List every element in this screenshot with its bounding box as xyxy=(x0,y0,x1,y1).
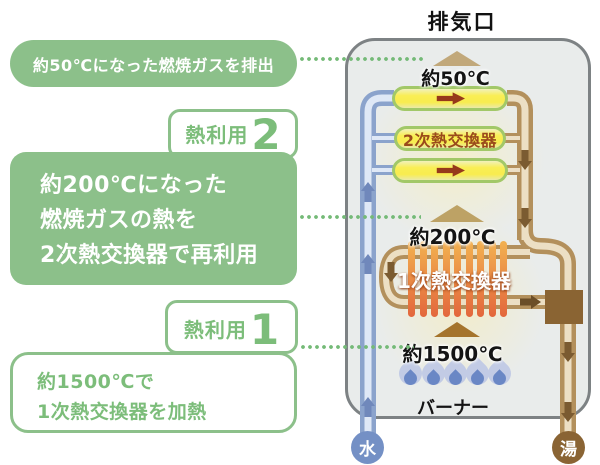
flow-arrow-right-icon xyxy=(520,295,541,309)
primary-exchanger-fin xyxy=(419,241,427,317)
primary-exchanger-fin xyxy=(488,241,496,317)
primary-exchanger-fin xyxy=(454,241,461,317)
heat-use-2-line1: 約200℃になった xyxy=(40,173,228,198)
secondary-exchanger-label: 2次熱交換器 xyxy=(402,130,498,150)
exhaust-port-title: 排気口 xyxy=(427,10,497,34)
leader-line-exhaust xyxy=(299,56,423,62)
heat-use-2-note: 約200℃になった 燃焼ガスの熱を 2次熱交換器で再利用 xyxy=(10,152,297,285)
water-inlet-port: 水 xyxy=(351,431,384,464)
leader-line-heat1 xyxy=(300,344,414,350)
heat-use-1-line2: 1次熱交換器を加熱 xyxy=(37,401,207,423)
temp-200-label: 約200℃ xyxy=(409,225,496,249)
primary-exchanger-fin xyxy=(500,241,507,317)
primary-exchanger-fin xyxy=(408,241,415,317)
heat-use-1-tab: 熱利用 1 xyxy=(165,300,298,354)
exhaust-arrow-icon xyxy=(434,322,480,337)
primary-exchanger-fin xyxy=(431,241,438,317)
heat-use-1-line1: 約1500℃で xyxy=(37,371,155,393)
exhaust-note-pill: 約50℃になった燃焼ガスを排出 xyxy=(10,40,297,87)
heat-use-2-tab: 熱利用 2 xyxy=(168,109,298,159)
primary-exchanger-fin xyxy=(442,241,450,317)
exhaust-note-text: 約50℃になった燃焼ガスを排出 xyxy=(32,55,275,75)
temp-50-label: 約50℃ xyxy=(421,68,490,90)
heat-use-1-note: 約1500℃で 1次熱交換器を加熱 xyxy=(10,352,297,433)
heat-use-2-number: 2 xyxy=(251,110,281,160)
primary-exchanger-label: 1次熱交換器 xyxy=(397,269,511,293)
leader-line-heat2 xyxy=(299,214,421,220)
burner-label: バーナー xyxy=(417,398,489,419)
flow-arrow-right-icon xyxy=(436,92,465,105)
heat-use-1-number: 1 xyxy=(249,305,280,355)
primary-exchanger-fin xyxy=(465,241,473,317)
heat-use-2-line2: 燃焼ガスの熱を xyxy=(40,208,198,233)
flow-arrow-up-icon xyxy=(361,182,375,417)
temp-1500-label: 約1500℃ xyxy=(402,342,503,366)
exhaust-arrow-icon xyxy=(433,51,481,66)
mixing-box xyxy=(545,290,583,324)
secondary-exchanger-tube-bot xyxy=(392,158,508,183)
primary-exchanger-fin xyxy=(477,241,484,317)
secondary-exchanger-tube-mid: 2次熱交換器 xyxy=(394,126,506,151)
heat-use-2-line3: 2次熱交換器で再利用 xyxy=(40,243,259,268)
heat-use-2-label: 熱利用 xyxy=(185,123,249,147)
secondary-exchanger-tube-top xyxy=(392,86,508,111)
hot-water-outlet-port: 湯 xyxy=(552,431,585,464)
flow-arrow-down-icon xyxy=(384,150,575,422)
flow-arrow-right-icon xyxy=(436,164,465,177)
heat-use-1-label: 熱利用 xyxy=(183,318,247,342)
exhaust-arrow-icon xyxy=(430,205,484,222)
